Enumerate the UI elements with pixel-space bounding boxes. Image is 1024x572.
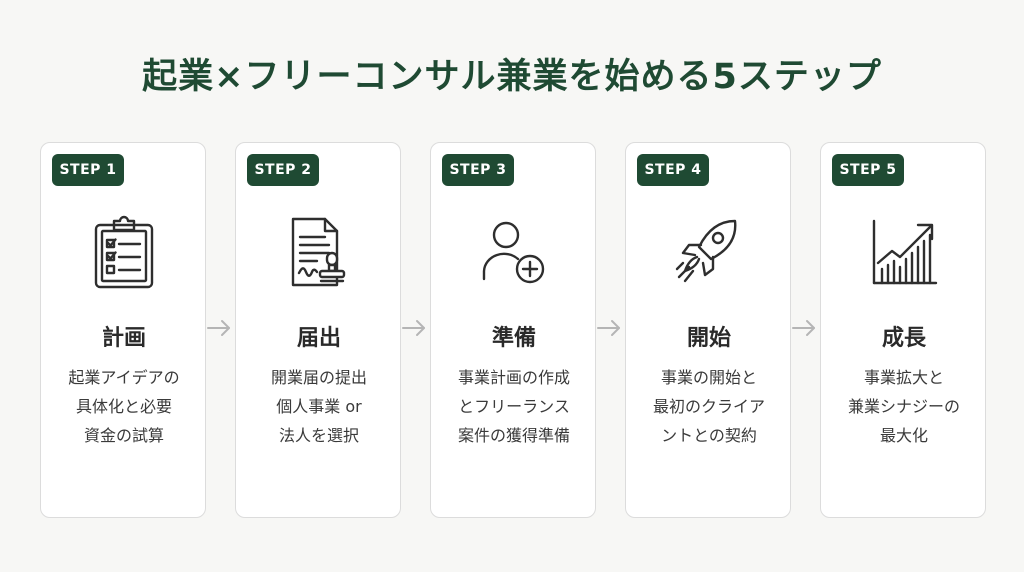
step-heading: 開始 bbox=[686, 326, 731, 351]
step-card-3: STEP 3 準備 事業計画の作成 とフリーランス 案件の獲得準備 bbox=[430, 142, 596, 518]
step-description-line: 開業届の提出 bbox=[270, 368, 367, 387]
step-badge: STEP 3 bbox=[442, 154, 514, 186]
arrow-right-icon bbox=[791, 319, 817, 337]
add-person-icon bbox=[476, 213, 552, 291]
step-description: 開業届の提出 個人事業 or 法人を選択 bbox=[240, 363, 398, 450]
growth-chart-icon bbox=[866, 213, 942, 291]
step-description-line: 個人事業 or bbox=[276, 397, 362, 416]
step-description-line: ントとの契約 bbox=[661, 426, 757, 445]
step-description-line: 兼業シナジーの bbox=[847, 397, 960, 416]
arrow-right-icon bbox=[596, 319, 622, 337]
step-card-4: STEP 4 開始 事業の開始と 最初のクライア ントとの契約 bbox=[625, 142, 791, 518]
step-description-line: 事業拡大と bbox=[863, 368, 944, 387]
clipboard-checklist-icon bbox=[86, 213, 162, 291]
step-description: 事業拡大と 兼業シナジーの 最大化 bbox=[825, 363, 983, 450]
step-description-line: 事業計画の作成 bbox=[457, 368, 570, 387]
arrow-right-icon bbox=[206, 319, 232, 337]
step-description-line: 資金の試算 bbox=[83, 426, 164, 445]
step-description-line: 起業アイデアの bbox=[68, 368, 180, 387]
step-card-1: STEP 1 計画 起業アイデアの 具体化と必要 資金の試算 bbox=[40, 142, 206, 518]
step-badge: STEP 4 bbox=[637, 154, 709, 186]
step-description-line: 最初のクライア bbox=[652, 397, 765, 416]
arrow-right-icon bbox=[401, 319, 427, 337]
step-description-line: 法人を選択 bbox=[278, 426, 359, 445]
document-stamp-icon bbox=[281, 213, 357, 291]
step-description-line: 最大化 bbox=[879, 426, 928, 445]
step-badge: STEP 2 bbox=[247, 154, 319, 186]
step-description-line: 事業の開始と bbox=[660, 368, 757, 387]
step-badge: STEP 1 bbox=[52, 154, 124, 186]
step-description: 起業アイデアの 具体化と必要 資金の試算 bbox=[45, 363, 203, 450]
step-heading: 成長 bbox=[881, 326, 926, 351]
step-card-2: STEP 2 届出 開業届の提出 個人事業 or 法人を選択 bbox=[235, 142, 401, 518]
step-description-line: 案件の獲得準備 bbox=[457, 426, 570, 445]
step-heading: 届出 bbox=[296, 326, 341, 351]
step-heading: 準備 bbox=[491, 326, 536, 351]
step-description-line: とフリーランス bbox=[458, 397, 570, 416]
step-description-line: 具体化と必要 bbox=[75, 397, 172, 416]
step-description: 事業の開始と 最初のクライア ントとの契約 bbox=[630, 363, 788, 450]
page-title: 起業×フリーコンサル兼業を始める5ステップ bbox=[142, 57, 882, 97]
step-heading: 計画 bbox=[101, 326, 146, 351]
step-description: 事業計画の作成 とフリーランス 案件の獲得準備 bbox=[435, 363, 593, 450]
rocket-icon bbox=[671, 213, 747, 291]
step-badge: STEP 5 bbox=[832, 154, 904, 186]
step-card-5: STEP 5 成長 事業拡大と 兼業シナジーの 最大化 bbox=[820, 142, 986, 518]
